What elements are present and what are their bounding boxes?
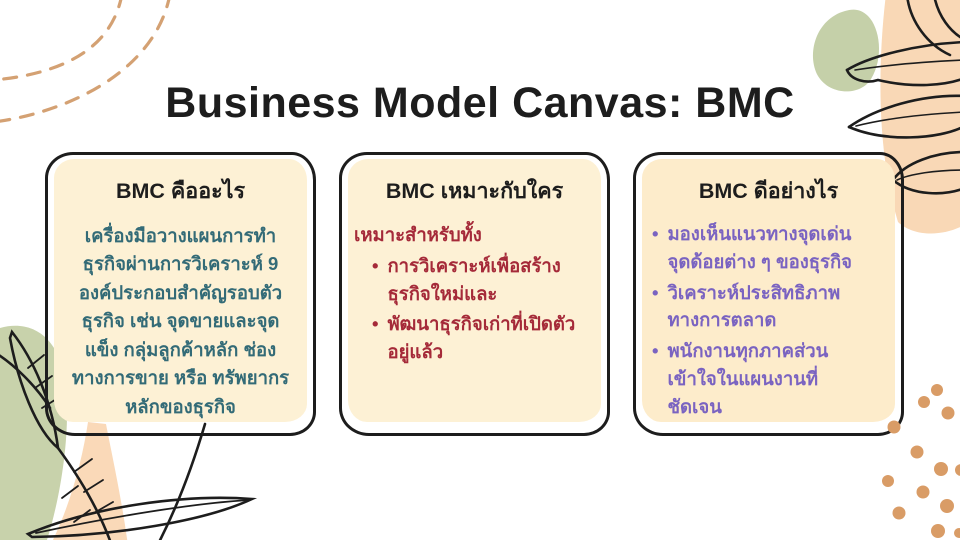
card-why-bmc-is-good: BMC ดีอย่างไร • มองเห็นแนวทางจุดเด่น จุด… — [633, 152, 904, 436]
slide-title: Business Model Canvas: BMC — [165, 78, 795, 127]
bullet-icon: • — [372, 313, 379, 335]
card-fill — [642, 159, 895, 422]
bullet-text: การวิเคราะห์เพื่อสร้าง ธุรกิจใหม่และ — [387, 254, 561, 304]
bullet-text: พัฒนาธุรกิจเก่าที่เปิดตัว อยู่แล้ว — [387, 313, 576, 362]
bullet-text: วิเคราะห์ประสิทธิภาพ ทางการตลาด — [667, 281, 841, 331]
list-item: • พนักงานทุกภาคส่วน เข้าใจในแผนงานที่ ชั… — [652, 337, 895, 420]
card-intro-text: เหมาะสำหรับทั้ง — [354, 224, 482, 245]
bullet-icon: • — [652, 281, 659, 303]
list-item: • การวิเคราะห์เพื่อสร้าง ธุรกิจใหม่และ — [372, 252, 601, 308]
bullet-text: มองเห็นแนวทางจุดเด่น จุดด้อยต่าง ๆ ของธุ… — [667, 223, 853, 272]
bullet-text: พนักงานทุกภาคส่วน เข้าใจในแผนงานที่ ชัดเ… — [667, 340, 829, 417]
leaf-line-art-right-icon — [845, 0, 960, 195]
card-title: BMC เหมาะกับใคร — [385, 179, 564, 203]
bullet-icon: • — [652, 340, 659, 361]
list-item: • พัฒนาธุรกิจเก่าที่เปิดตัว อยู่แล้ว — [372, 310, 601, 366]
bullet-list: • มองเห็นแนวทางจุดเด่น จุดด้อยต่าง ๆ ของ… — [636, 220, 901, 420]
card-who-is-bmc-for: BMC เหมาะกับใคร เหมาะสำหรับทั้ง • การวิเ… — [339, 152, 610, 436]
green-blob-top-right-icon — [813, 9, 880, 92]
bullet-icon: • — [372, 254, 379, 276]
list-item: • มองเห็นแนวทางจุดเด่น จุดด้อยต่าง ๆ ของ… — [652, 220, 895, 276]
dashed-arcs-icon — [0, 0, 171, 123]
cards-row: BMC คืออะไร เครื่องมือวางแผนการทำ ธุรกิจ… — [45, 152, 904, 436]
card-title: BMC คืออะไร — [115, 179, 246, 203]
card-fill — [348, 159, 601, 422]
card-what-is-bmc: BMC คืออะไร เครื่องมือวางแผนการทำ ธุรกิจ… — [45, 152, 316, 436]
card-body-text: เครื่องมือวางแผนการทำ ธุรกิจผ่านการวิเคร… — [71, 225, 290, 417]
bullet-list: • การวิเคราะห์เพื่อสร้าง ธุรกิจใหม่และ •… — [342, 252, 607, 366]
green-blob-bottom-left-icon — [0, 325, 68, 540]
bullet-icon: • — [652, 223, 659, 244]
card-fill — [54, 159, 307, 422]
list-item: • วิเคราะห์ประสิทธิภาพ ทางการตลาด — [652, 279, 895, 335]
card-title: BMC ดีอย่างไร — [698, 179, 839, 203]
